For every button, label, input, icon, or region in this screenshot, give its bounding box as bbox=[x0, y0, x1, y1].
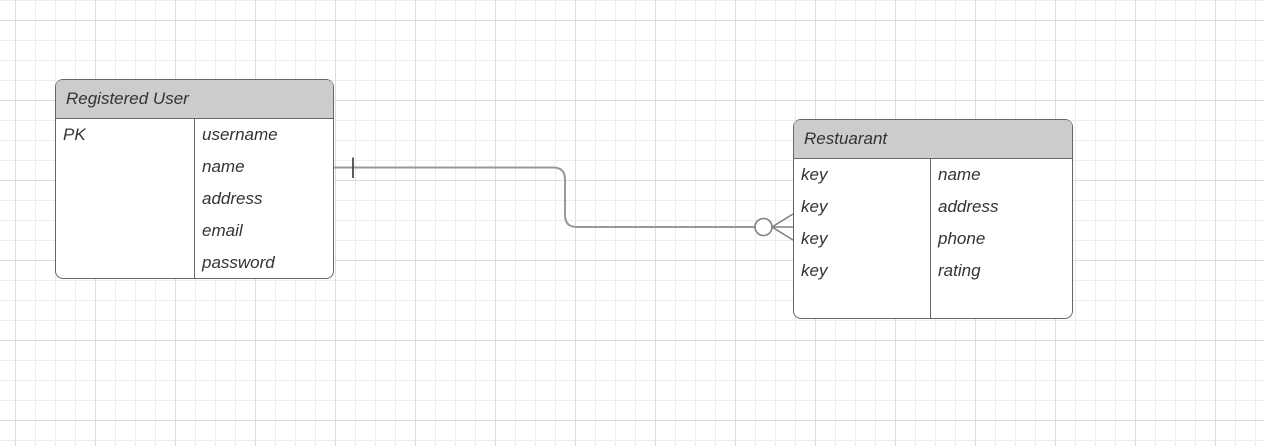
attribute-cell[interactable]: address bbox=[938, 196, 999, 216]
attribute-cell[interactable]: password bbox=[202, 252, 275, 272]
attribute-cell[interactable]: phone bbox=[938, 228, 986, 248]
attribute-cell[interactable]: username bbox=[202, 124, 278, 144]
attribute-cell[interactable]: email bbox=[202, 220, 243, 240]
key-cell[interactable] bbox=[56, 151, 194, 183]
attribute-cell[interactable]: rating bbox=[938, 260, 981, 280]
key-cell[interactable]: key bbox=[801, 196, 828, 216]
entity-registered-user-key-column: PK bbox=[56, 118, 195, 279]
attribute-cell[interactable]: name bbox=[938, 164, 981, 184]
key-cell[interactable]: PK bbox=[63, 124, 86, 144]
entity-registered-user[interactable]: Registered User PK username name address… bbox=[55, 79, 334, 279]
attribute-cell[interactable]: name bbox=[202, 156, 245, 176]
entity-restuarant-title[interactable]: Restuarant bbox=[794, 120, 1072, 159]
entity-restuarant-attr-column: name address phone rating bbox=[931, 159, 1072, 319]
key-cell[interactable]: key bbox=[801, 228, 828, 248]
key-cell[interactable]: key bbox=[801, 164, 828, 184]
entity-registered-user-attr-column: username name address email password bbox=[195, 119, 333, 279]
key-cell[interactable] bbox=[56, 215, 194, 247]
key-cell[interactable] bbox=[56, 183, 194, 215]
entity-restuarant[interactable]: Restuarant key key key key name address … bbox=[793, 119, 1073, 319]
key-cell[interactable] bbox=[56, 247, 194, 279]
entity-registered-user-title[interactable]: Registered User bbox=[56, 80, 333, 119]
entity-restuarant-body: key key key key name address phone ratin… bbox=[794, 158, 1072, 319]
crow-foot-many-icon bbox=[771, 213, 794, 241]
entity-registered-user-body: PK username name address email password bbox=[56, 118, 333, 279]
entity-restuarant-key-column: key key key key bbox=[794, 158, 931, 318]
connector-line[interactable] bbox=[334, 166, 755, 228]
attribute-cell[interactable]: address bbox=[202, 188, 263, 208]
zero-circle-icon bbox=[754, 217, 773, 237]
key-cell[interactable]: key bbox=[801, 260, 828, 280]
